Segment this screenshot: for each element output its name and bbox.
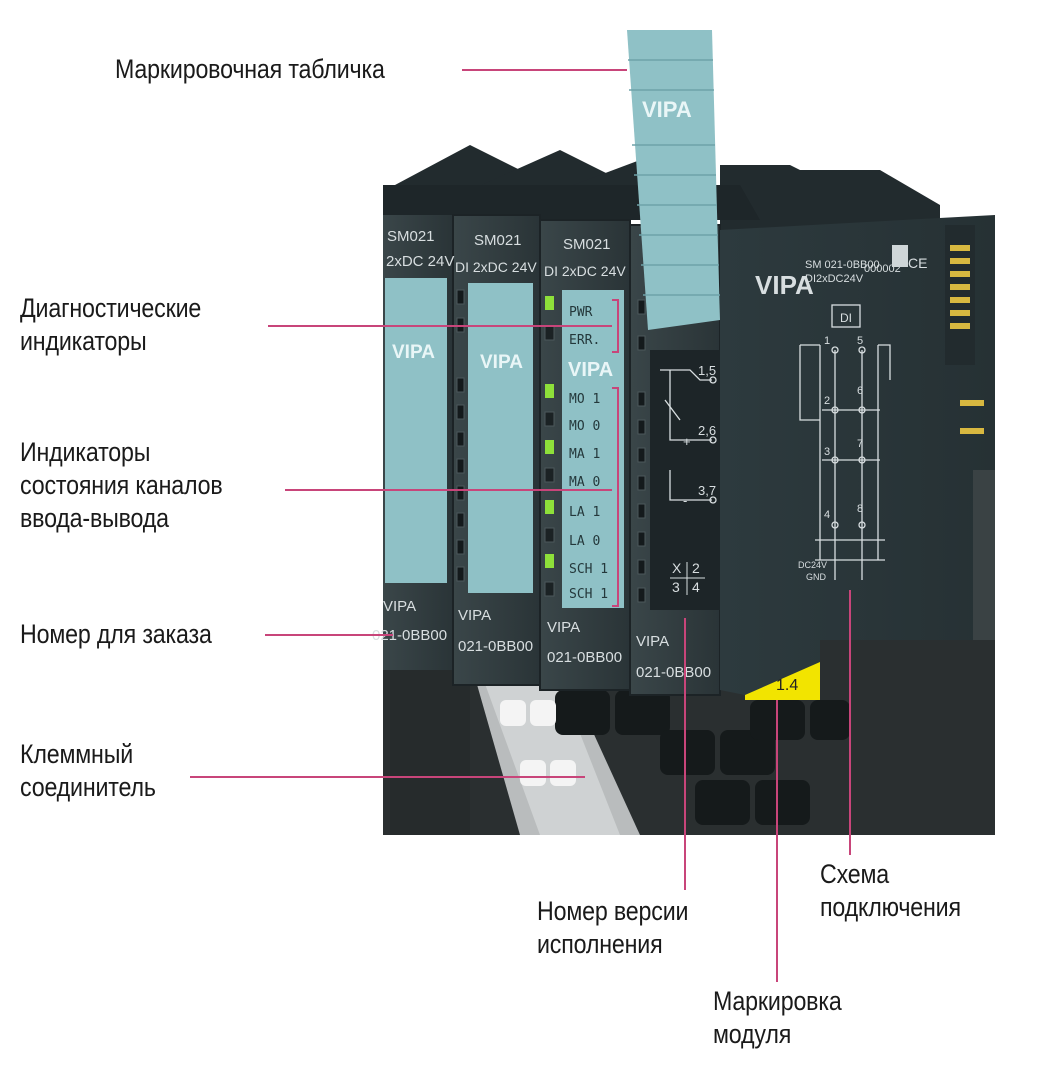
callout-marking-strip: Маркировочная табличка: [115, 53, 385, 86]
wiring-pin-7: 7: [857, 438, 863, 450]
callout-wiring-line2: подключения: [820, 892, 961, 922]
terminal-connector-gray: [390, 640, 470, 835]
led-windows: [456, 289, 646, 603]
module-3-strip-brand: VIPA: [568, 359, 613, 381]
dark-leds: [544, 325, 555, 597]
led-labels: PWR ERR. MO 1 MO 0 MA 1 MA 0 LA 1 LA 0 S…: [569, 305, 608, 602]
yellow-marking-label: [745, 662, 820, 700]
module-3-order: 021-0BB00: [547, 649, 622, 666]
callout-terminal-connector: Клеммный соединитель: [20, 738, 156, 804]
module-3-brand: VIPA: [547, 619, 580, 636]
callout-version-number: Номер версии исполнения: [537, 895, 688, 961]
callout-version-line1: Номер версии: [537, 896, 689, 926]
callout-terminal-line1: Клеммный: [20, 739, 134, 769]
led-label-la0: LA 0: [569, 534, 600, 549]
terminal-label-2: 2,6: [698, 423, 716, 438]
bracket-channel: [612, 387, 619, 607]
side-desc: DI2xDC24V: [805, 273, 864, 285]
strip-brand: VIPA: [642, 97, 692, 122]
callout-module-marking: Маркировка модуля: [713, 985, 842, 1051]
callout-marking-line1: Маркировка: [713, 986, 842, 1016]
module-3-desc: DI 2xDC 24V: [544, 263, 626, 279]
callout-lines: [190, 69, 851, 982]
module-2-order: 021-0BB00: [458, 638, 533, 655]
module-1-brand: VIPA: [383, 598, 416, 615]
wiring-pin-6: 6: [857, 385, 863, 397]
callout-channel-line3: ввода-вывода: [20, 503, 169, 533]
led-label-pwr: PWR: [569, 305, 593, 320]
module-1-type: SM021: [387, 228, 435, 245]
callout-terminal-line2: соединитель: [20, 772, 156, 802]
callout-wiring-diagram: Схема подключения: [820, 858, 961, 924]
version-3: 3: [672, 579, 680, 595]
version-x: X: [672, 560, 682, 576]
module-4-order: 021-0BB00: [636, 664, 711, 681]
led-label-la1: LA 1: [569, 505, 600, 520]
terminal-minus: -: [683, 493, 687, 508]
module-4-brand: VIPA: [636, 633, 669, 650]
callout-diagnostic-line1: Диагностические: [20, 293, 202, 323]
wiring-pin-5: 5: [857, 335, 863, 347]
led-label-err: ERR.: [569, 333, 600, 348]
callout-version-line2: исполнения: [537, 929, 663, 959]
bracket-diagnostic: [612, 299, 619, 353]
terminal-label-3: 3,7: [698, 483, 716, 498]
led-label-mo1: MO 1: [569, 392, 600, 407]
callout-channel-line2: состояния каналов: [20, 470, 223, 500]
module-1-desc: 2xDC 24V: [386, 253, 454, 270]
callout-diagnostic-leds: Диагностические индикаторы: [20, 292, 201, 358]
wiring-pin-1: 1: [824, 335, 830, 347]
module-2-type: SM021: [474, 232, 522, 249]
led-label-mo0: MO 0: [569, 419, 600, 434]
marking-strip: [627, 30, 720, 330]
callout-order-number: Номер для заказа: [20, 618, 212, 651]
wiring-gnd: GND: [806, 572, 827, 582]
callout-order-number-text: Номер для заказа: [20, 619, 212, 649]
module-2-brand: VIPA: [458, 607, 491, 624]
wiring-title: DI: [840, 311, 852, 325]
green-leds: [545, 296, 554, 568]
callout-channel-line1: Индикаторы: [20, 437, 151, 467]
module-2-desc: DI 2xDC 24V: [455, 259, 537, 275]
wiring-pin-4: 4: [824, 509, 830, 521]
terminal-label-1: 1,5: [698, 363, 716, 378]
marking-strip-lines: [628, 59, 720, 296]
ce-mark: CE: [908, 255, 927, 271]
qr-code: [892, 245, 908, 267]
callout-wiring-line1: Схема: [820, 859, 890, 889]
wiring-pin-3: 3: [824, 446, 830, 458]
led-label-sch1b: SCH 1: [569, 587, 608, 602]
version-4: 4: [692, 579, 700, 595]
wiring-pin-8: 8: [857, 503, 863, 515]
callout-channel-leds: Индикаторы состояния каналов ввода-вывод…: [20, 436, 223, 535]
led-label-sch1a: SCH 1: [569, 562, 608, 577]
wiring-pin-2: 2: [824, 395, 830, 407]
module-side-panel: [720, 215, 995, 695]
wiring-dc24v: DC24V: [798, 560, 827, 570]
module-1-order: 021-0BB00: [372, 627, 447, 644]
terminal-schematic: [660, 369, 717, 504]
callout-marking-strip-text: Маркировочная табличка: [115, 54, 385, 84]
led-label-ma1: MA 1: [569, 447, 600, 462]
terminal-plus: +: [683, 434, 691, 449]
version-2: 2: [692, 560, 700, 576]
led-label-ma0: MA 0: [569, 475, 600, 490]
module-1-strip-brand: VIPA: [392, 342, 435, 363]
side-order: SM 021-0BB00: [805, 259, 880, 271]
callout-diagnostic-line2: индикаторы: [20, 326, 147, 356]
yellow-label-text: 1.4: [776, 677, 798, 694]
side-serial: 000002: [864, 263, 901, 275]
module-2-strip-brand: VIPA: [480, 352, 523, 373]
module-3-type: SM021: [563, 236, 611, 253]
side-brand: VIPA: [755, 270, 814, 300]
callout-marking-line2: модуля: [713, 1019, 792, 1049]
wiring-diagram: [799, 304, 891, 580]
